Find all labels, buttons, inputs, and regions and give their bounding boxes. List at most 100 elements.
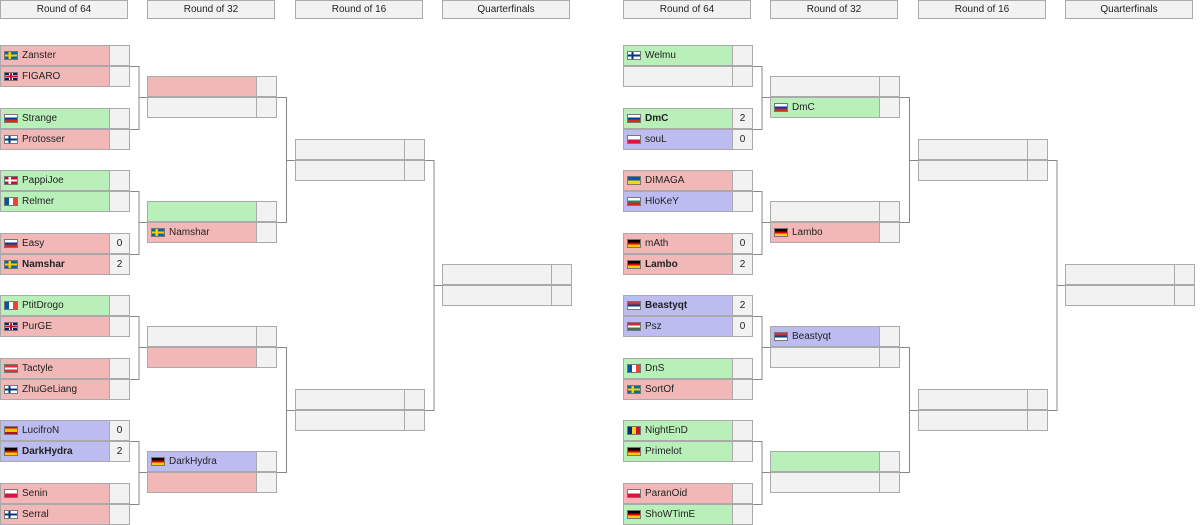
player-name: Tactyle (22, 363, 54, 374)
player-slot[interactable] (295, 139, 425, 160)
player-slot[interactable]: LucifroN 0 (0, 420, 130, 441)
player-slot[interactable]: ParanOid (623, 483, 753, 504)
player-slot[interactable]: DnS (623, 358, 753, 379)
player-cell: ZhuGeLiang (1, 380, 109, 399)
score-cell (109, 171, 129, 190)
score-cell (732, 171, 752, 190)
player-slot[interactable]: PurGE (0, 316, 130, 337)
player-slot[interactable]: DarkHydra (147, 451, 277, 472)
score-cell (109, 317, 129, 336)
player-slot[interactable]: Relmer (0, 191, 130, 212)
player-slot[interactable]: Beastyqt (770, 326, 900, 347)
player-slot[interactable] (770, 201, 900, 222)
player-slot[interactable]: Strange (0, 108, 130, 129)
player-slot[interactable] (147, 347, 277, 368)
bulgaria-flag-icon (627, 197, 641, 206)
player-slot[interactable]: NightEnD (623, 420, 753, 441)
score-cell (256, 223, 276, 242)
connector-line (130, 472, 147, 505)
connector-line (277, 160, 295, 223)
player-slot[interactable] (295, 160, 425, 181)
player-slot[interactable]: DIMAGA (623, 170, 753, 191)
score-cell (1174, 286, 1194, 305)
player-slot[interactable] (918, 410, 1048, 431)
player-name: Protosser (22, 134, 65, 145)
player-slot[interactable] (770, 472, 900, 493)
player-slot[interactable]: FIGARO (0, 66, 130, 87)
player-name: mAth (645, 238, 669, 249)
player-slot[interactable] (770, 347, 900, 368)
player-slot[interactable]: Zanster (0, 45, 130, 66)
player-slot[interactable]: Welmu (623, 45, 753, 66)
serbia-flag-icon (627, 301, 641, 310)
player-slot[interactable]: ShoWTimE (623, 504, 753, 525)
player-slot[interactable] (770, 76, 900, 97)
player-slot[interactable] (918, 139, 1048, 160)
score-cell: 2 (109, 255, 129, 274)
player-cell: DarkHydra (1, 442, 109, 461)
player-slot[interactable] (770, 451, 900, 472)
player-slot[interactable] (147, 201, 277, 222)
score-cell (256, 202, 276, 221)
player-name: Beastyqt (792, 331, 831, 342)
player-slot[interactable] (147, 472, 277, 493)
player-slot[interactable]: Serral (0, 504, 130, 525)
player-name: PtitDrogo (22, 300, 64, 311)
player-slot[interactable] (442, 264, 572, 285)
romania-flag-icon (627, 426, 641, 435)
player-name: NightEnD (645, 425, 688, 436)
player-slot[interactable]: DmC (770, 97, 900, 118)
player-cell (919, 140, 1027, 159)
score-cell (109, 109, 129, 128)
player-slot[interactable]: Lambo (770, 222, 900, 243)
player-cell: Serral (1, 505, 109, 524)
player-slot[interactable]: PtitDrogo (0, 295, 130, 316)
player-slot[interactable] (623, 66, 753, 87)
score-cell (732, 442, 752, 461)
player-slot[interactable]: PappiJoe (0, 170, 130, 191)
player-slot[interactable] (147, 97, 277, 118)
player-slot[interactable] (442, 285, 572, 306)
round-header-4: Quarterfinals (1065, 0, 1193, 19)
player-slot[interactable]: Protosser (0, 129, 130, 150)
player-slot[interactable] (147, 76, 277, 97)
player-slot[interactable] (918, 389, 1048, 410)
player-slot[interactable]: Senin (0, 483, 130, 504)
player-slot[interactable] (1065, 264, 1195, 285)
denmark-flag-icon (4, 176, 18, 185)
russia-flag-icon (4, 114, 18, 123)
player-slot[interactable]: Tactyle (0, 358, 130, 379)
score-cell (732, 421, 752, 440)
score-cell: 0 (732, 317, 752, 336)
player-name: Easy (22, 238, 45, 249)
player-name: DmC (645, 113, 669, 124)
player-slot[interactable]: Primelot (623, 441, 753, 462)
score-cell: 0 (109, 421, 129, 440)
player-slot[interactable] (295, 410, 425, 431)
player-name: Beastyqt (645, 300, 688, 311)
player-cell: Strange (1, 109, 109, 128)
player-cell (296, 390, 404, 409)
player-name: LucifroN (22, 425, 60, 436)
round-header-2: Round of 32 (770, 0, 898, 19)
player-slot[interactable] (295, 389, 425, 410)
score-cell (109, 130, 129, 149)
player-slot[interactable]: ZhuGeLiang (0, 379, 130, 400)
player-slot[interactable]: SortOf (623, 379, 753, 400)
player-slot[interactable] (918, 160, 1048, 181)
player-slot[interactable]: Namshar (147, 222, 277, 243)
player-name: DarkHydra (22, 446, 73, 457)
player-slot[interactable]: HloKeY (623, 191, 753, 212)
player-slot[interactable] (1065, 285, 1195, 306)
player-cell: Tactyle (1, 359, 109, 378)
player-slot[interactable] (147, 326, 277, 347)
